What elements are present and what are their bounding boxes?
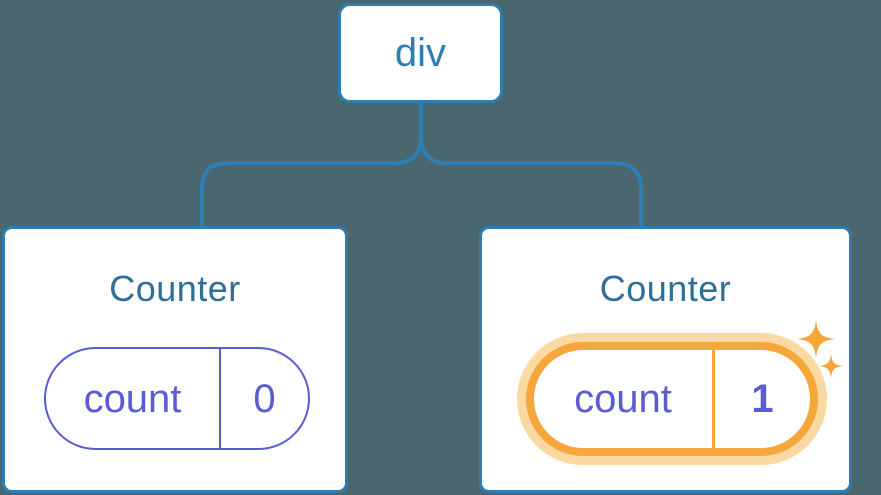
state-pill: count 0: [44, 347, 310, 450]
counter-card-left: Counter count 0: [2, 226, 348, 493]
sparkles-icon: [797, 320, 843, 378]
state-key-label: count: [534, 350, 715, 448]
root-node-label: div: [394, 31, 447, 75]
counter-card-right: Counter count 1: [479, 226, 852, 493]
state-value: 1: [751, 377, 774, 421]
sparkle-large: [797, 320, 835, 358]
state-pill-highlighted: count 1: [526, 342, 818, 456]
state-value: 0: [253, 376, 276, 421]
counter-card-title: Counter: [109, 268, 241, 309]
state-key-label: count: [46, 349, 221, 448]
root-node-div: div: [338, 3, 503, 103]
sparkle-small: [819, 354, 843, 378]
connector-right-branch: [419, 101, 643, 227]
connector-left-branch: [200, 101, 423, 227]
counter-card-title: Counter: [599, 268, 732, 309]
